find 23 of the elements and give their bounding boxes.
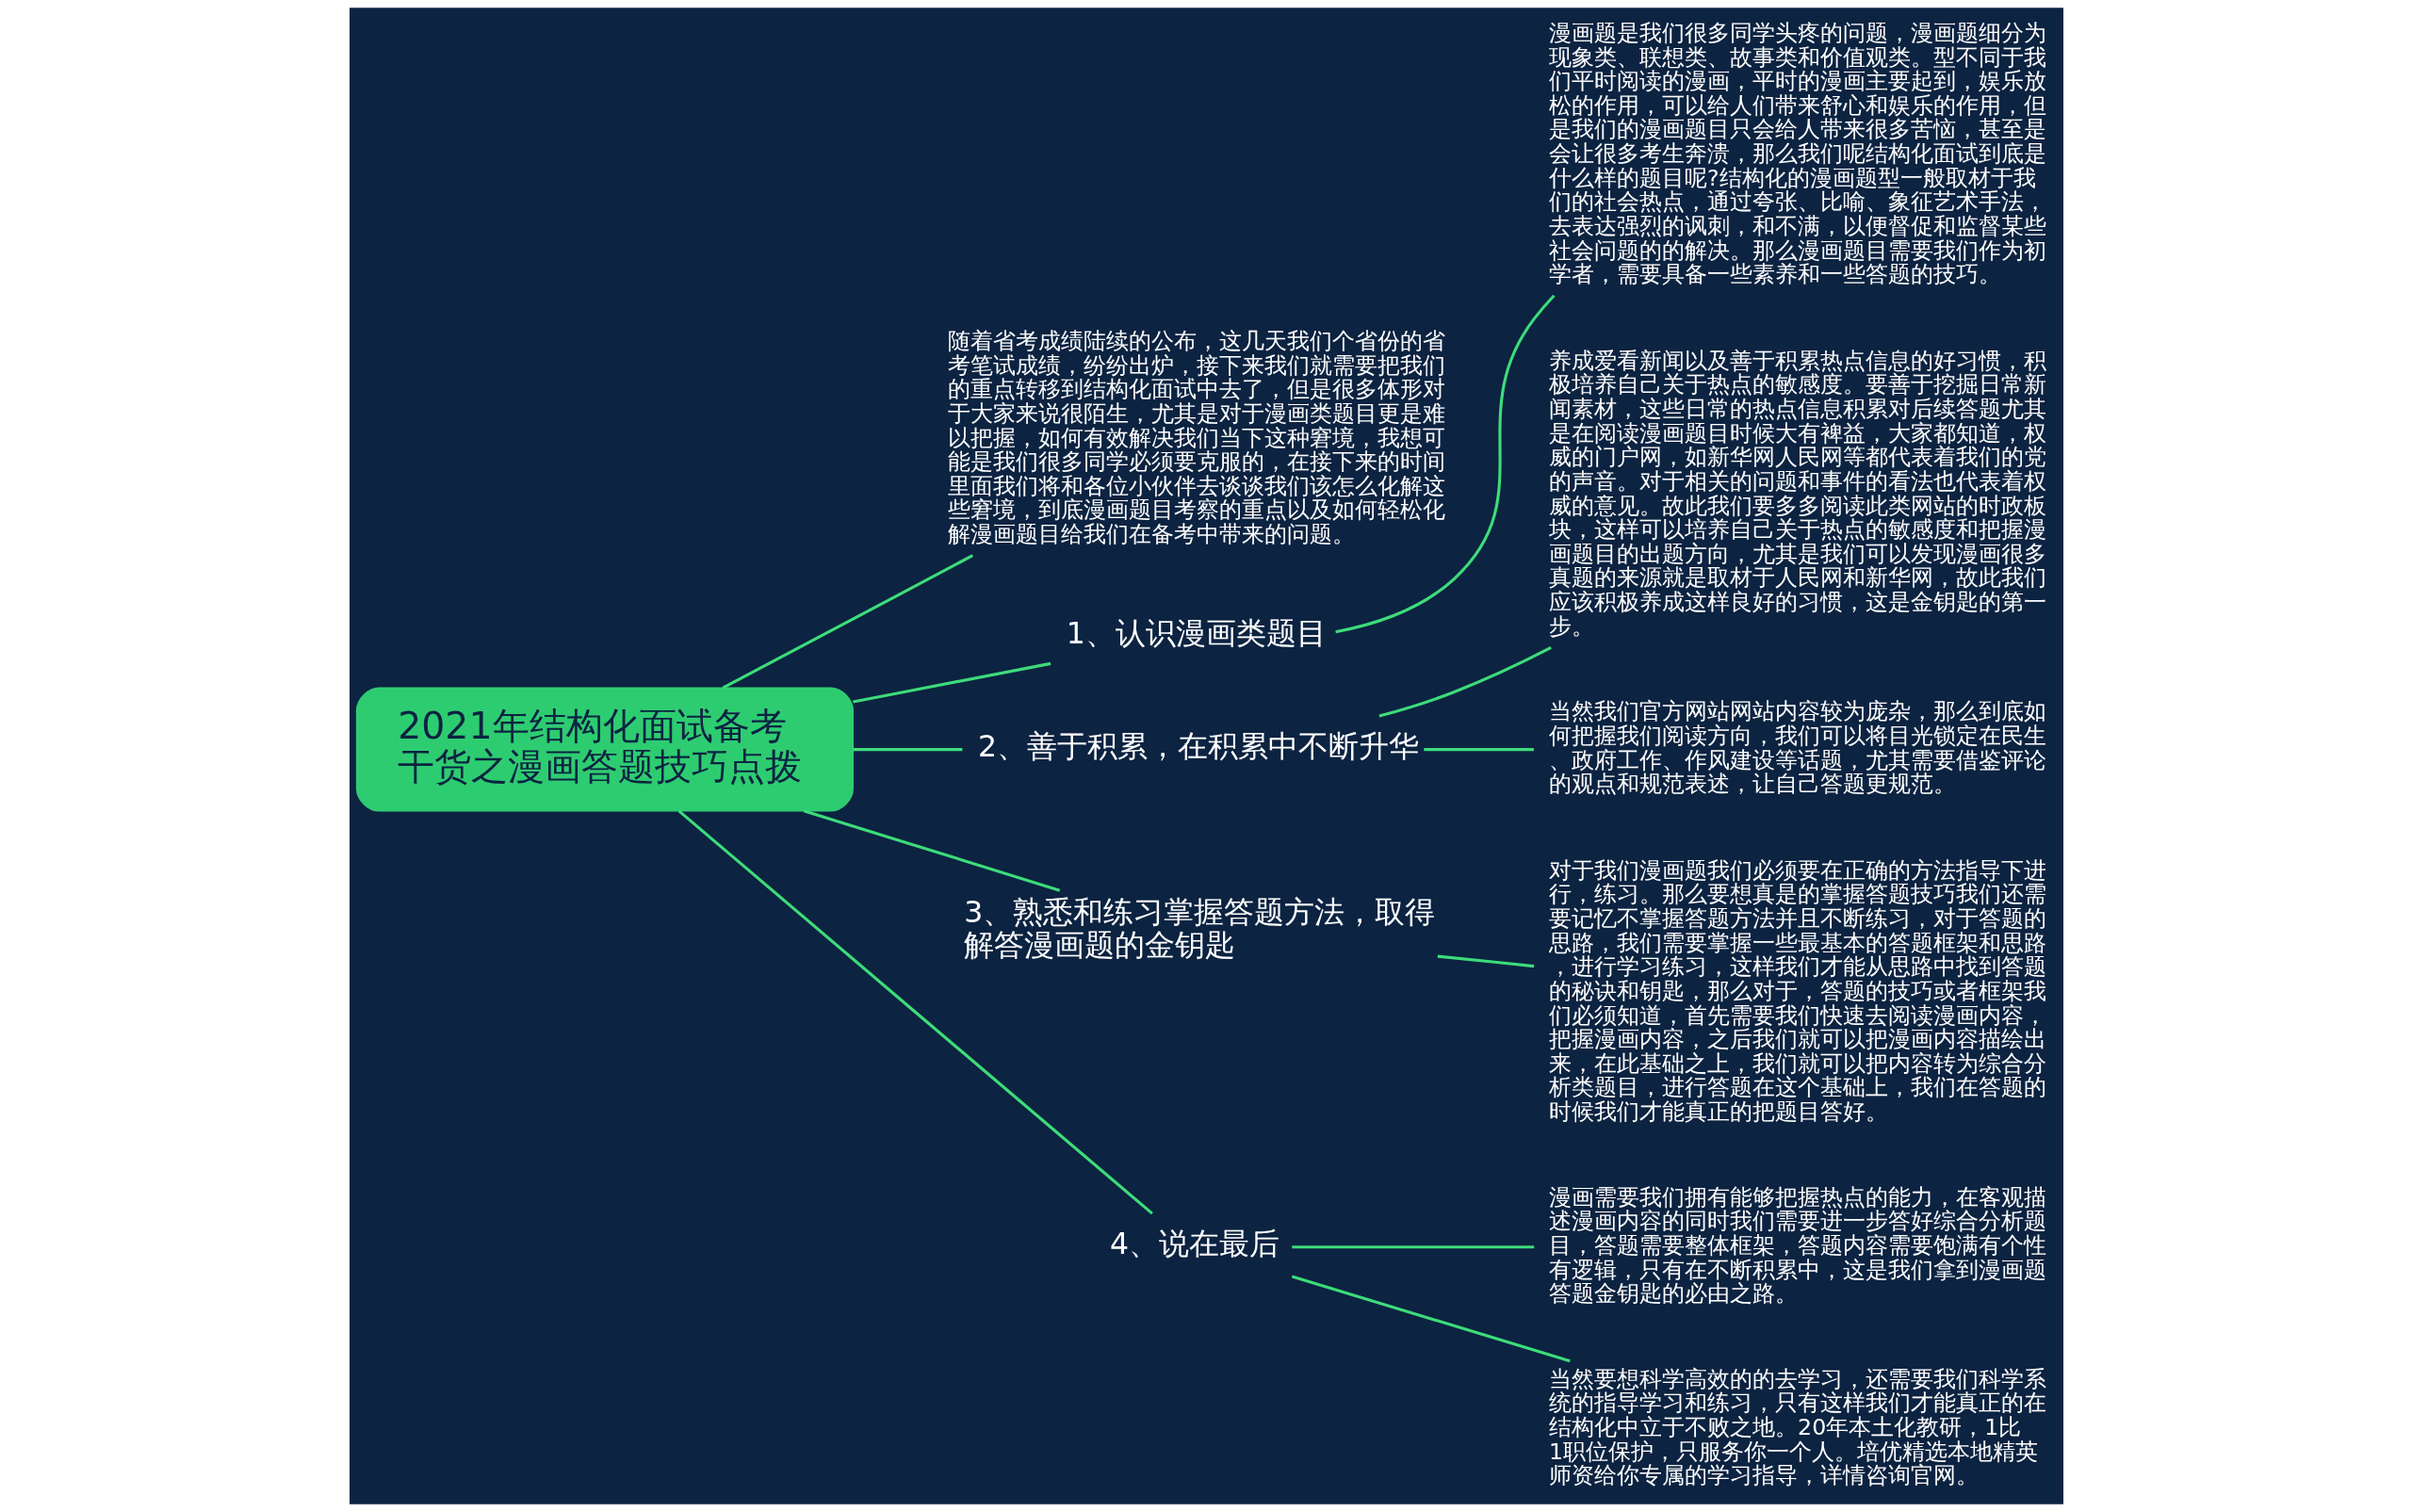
- node-box: 2021年结构化面试备考干货之漫画答题技巧点拨: [355, 687, 854, 812]
- connector: [1378, 646, 1552, 718]
- node-text: 2、善于积累，在积累中不断升华: [977, 729, 1419, 764]
- connector: [1334, 294, 1556, 634]
- connector: [852, 748, 962, 752]
- connector: [1423, 748, 1534, 752]
- node-text: 随着省考成绩陆续的公布，这几天我们个省份的省考笔试成绩，纷纷出炉，接下来我们就需要把我们的重点转移到结构化面试中去了，但是很多体形对于大家来说很陌生，尤其是对于漫画类题目更是难以把握，如何有效解决我们当下这种窘境，我想可能是我们很多同学必须要克服的，在接下来的时间里面我们将和各位小伙伴去谈谈我们该怎么化解这些窘境，到底漫画题目考察的重点以及如何轻松化解漫画题目给我们在备考中带来的问题。: [947, 328, 1445, 548]
- connector: [852, 661, 1051, 704]
- connector: [1437, 954, 1534, 968]
- node-text: 当然我们官方网站网站内容较为庞杂，那么到底如何把握我们阅读方向，我们可以将目光锁定在民生、政府工作、作风建设等话题，尤其需要借鉴评论的观点和规范表述，让自己答题更规范。: [1548, 698, 2046, 798]
- connector: [803, 809, 1060, 892]
- node-text: 漫画需要我们拥有能够把握热点的能力，在客观描述漫画内容的同时我们需要进一步答好综合分析题目，答题需要整体框架，答题内容需要饱满有个性有逻辑，只有在不断积累中，这是我们拿到漫画题答题金钥匙的必由之路。: [1548, 1183, 2046, 1308]
- connector: [1291, 1245, 1534, 1249]
- node-text: 当然要想科学高效的的去学习，还需要我们科学系统的指导学习和练习，只有这样我们才能真正的在结构化中立于不败之地。20年本土化教研，1比1职位保护，只服务你一个人。培优精选本地精英师资给你专属的学习指导，详情咨询官网。: [1548, 1365, 2046, 1489]
- node-text: 3、熟悉和练习掌握答题方法，取得解答漫画题的金钥匙: [963, 894, 1435, 962]
- node-text: 1、认识漫画类题目: [1066, 615, 1327, 650]
- connector: [1291, 1275, 1571, 1363]
- node-text: 4、说在最后: [1109, 1227, 1279, 1261]
- connector: [677, 809, 1153, 1215]
- node-text: 对于我们漫画题我们必须要在正确的方法指导下进行，练习。那么要想真是的掌握答题技巧我们还需要记忆不掌握答题方法并且不断练习，对于答题的思路，我们需要掌握一些最基本的答题框架和思路，进行学习练习，这样我们才能从思路中找到答题的秘诀和钥匙，那么对于，答题的技巧或者框架我们必须知道，首先需要我们快速去阅读漫画内容，把握漫画内容，之后我们就可以把漫画内容描绘出来，在此基础之上，我们就可以把内容转为综合分析类题目，进行答题在这个基础上，我们在答题的时候我们才能真正的把题目答好。: [1548, 856, 2046, 1125]
- node-text: 漫画题是我们很多同学头疼的问题，漫画题细分为现象类、联想类、故事类和价值观类。型不同于我们平时阅读的漫画，平时的漫画主要起到，娱乐放松的作用，可以给人们带来舒心和娱乐的作用，但是我们的漫画题目只会给人带来很多苦恼，甚至是会让很多考生奔溃，那么我们呢结构化面试到底是什么样的题目呢?结构化的漫画题型一般取材于我们的社会热点，通过夸张、比喻、象征艺术手法，去表达强烈的讽刺，和不满，以便督促和监督某些社会问题的的解决。那么漫画题目需要我们作为初学者，需要具备一些素养和一些答题的技巧。: [1548, 19, 2046, 288]
- connector: [722, 554, 973, 690]
- node-text: 养成爱看新闻以及善于积累热点信息的好习惯，积极培养自己关于热点的敏感度。要善于挖掘日常新闻素材，这些日常的热点信息积累对后续答题尤其是在阅读漫画题目时候大有裨益，大家都知道，权威的门户网，如新华网人民网等都代表着我们的党的声音。对于相关的问题和事件的看法也代表着权威的意见。故此我们要多多阅读此类网站的时政板块，这样可以培养自己关于热点的敏感度和把握漫画题目的出题方向，尤其是我们可以发现漫画很多真题的来源就是取材于人民网和新华网，故此我们应该积极养成这样良好的习惯，这是金钥匙的第一步。: [1548, 347, 2046, 640]
